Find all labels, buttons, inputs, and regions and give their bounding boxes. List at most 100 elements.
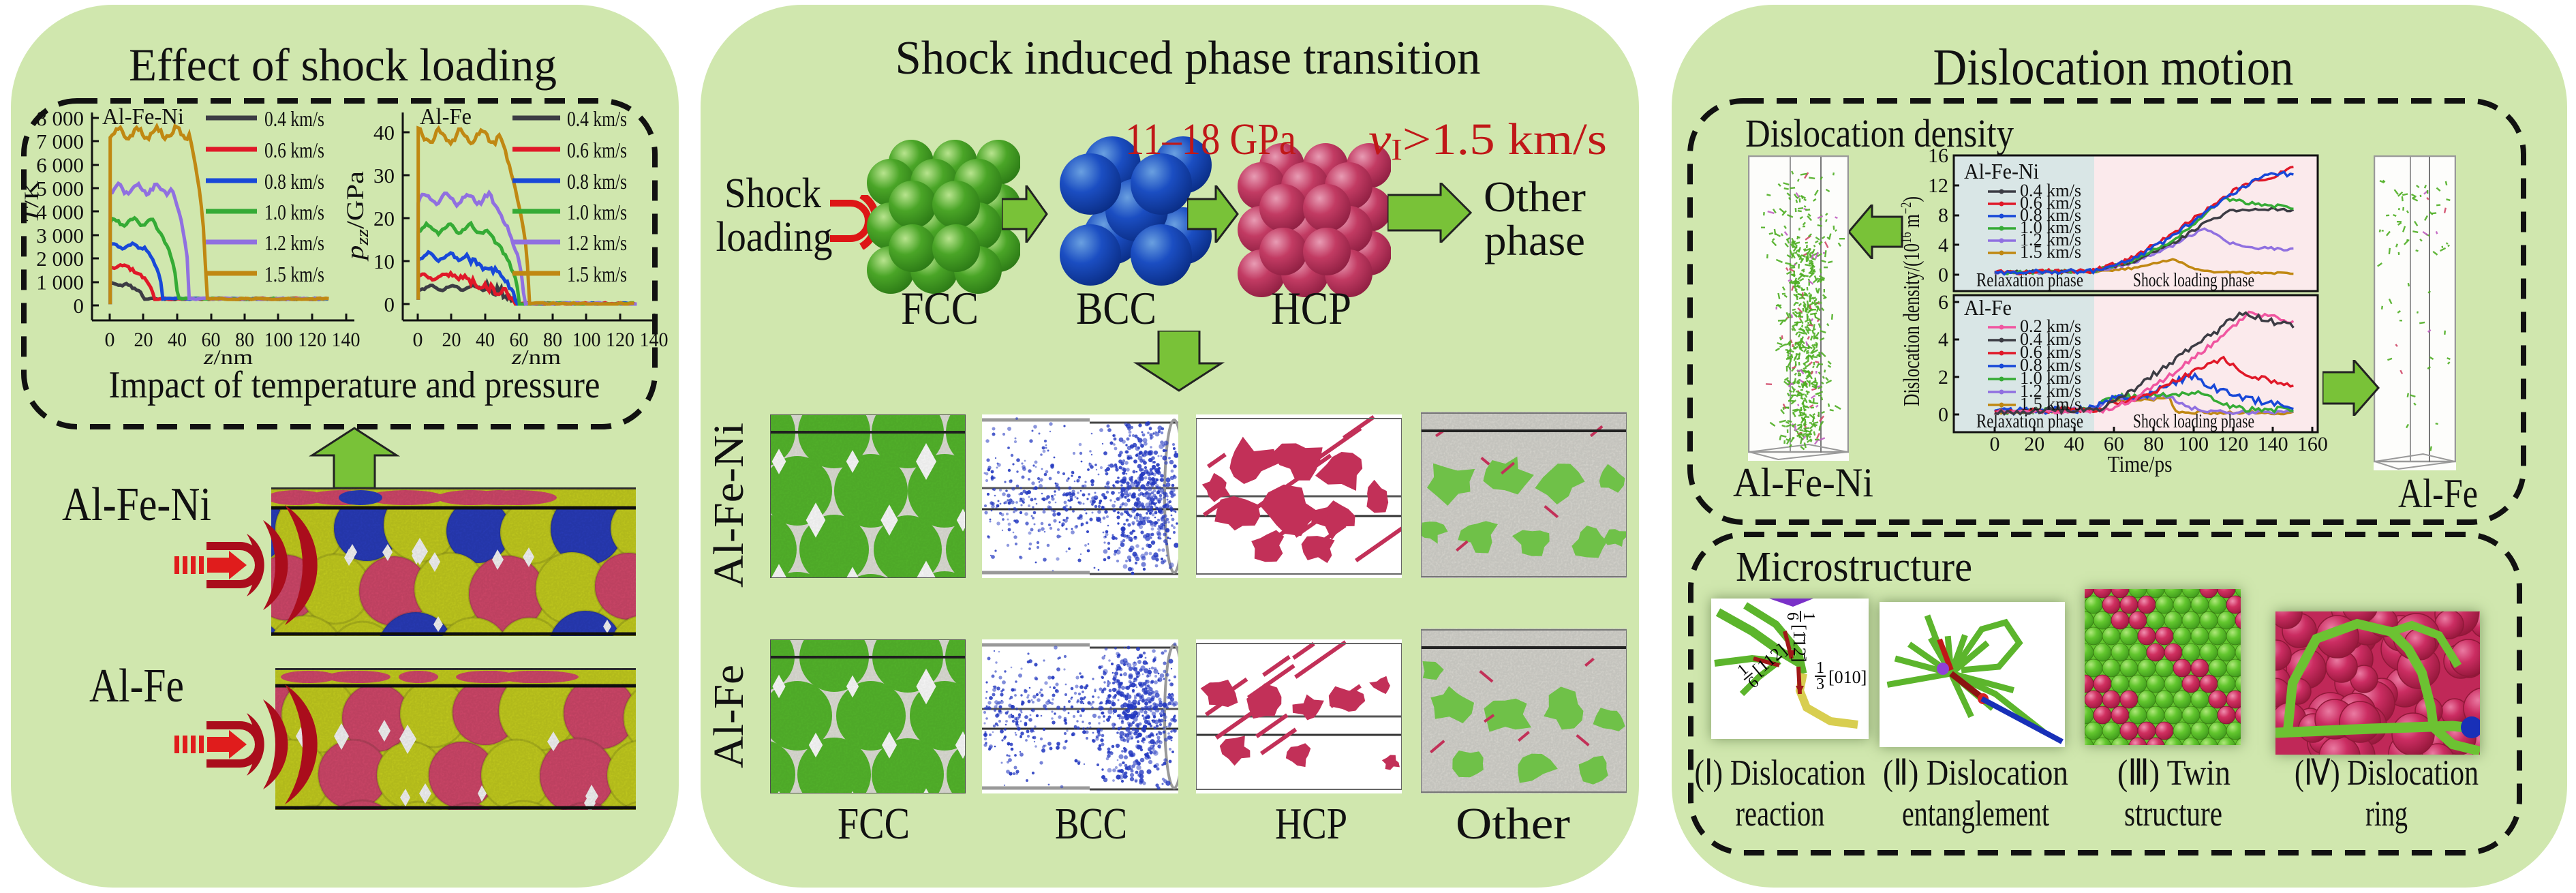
svg-text:0.8 km/s: 0.8 km/s [2020, 355, 2081, 375]
svg-text:4: 4 [1938, 234, 1948, 256]
svg-text:T/K: T/K [20, 181, 43, 223]
svg-text:Shock: Shock [724, 170, 821, 217]
svg-text:1.2 km/s: 1.2 km/s [567, 230, 627, 255]
svg-text:FCC: FCC [838, 799, 910, 849]
svg-text:Dislocation motion: Dislocation motion [1933, 39, 2294, 96]
svg-text:Al-Fe-Ni: Al-Fe-Ni [706, 423, 752, 588]
svg-text:Al-Fe: Al-Fe [706, 665, 752, 768]
svg-text:40: 40 [168, 329, 187, 351]
svg-text:2: 2 [1938, 366, 1948, 389]
svg-text:0.4 km/s: 0.4 km/s [2020, 181, 2081, 200]
svg-text:60: 60 [2104, 433, 2124, 455]
svg-text:(Ⅱ) Dislocation: (Ⅱ) Dislocation [1883, 753, 2068, 793]
svg-text:0: 0 [413, 329, 423, 351]
svg-text:Microstructure: Microstructure [1736, 544, 1972, 590]
svg-text:ring: ring [2365, 794, 2408, 834]
svg-text:5 000: 5 000 [36, 177, 84, 200]
svg-text:Al-Fe-Ni: Al-Fe-Ni [102, 104, 184, 130]
svg-text:1.0 km/s: 1.0 km/s [2020, 217, 2081, 237]
svg-text:HCP: HCP [1275, 799, 1347, 849]
svg-text:100: 100 [572, 329, 601, 351]
svg-text:0: 0 [1938, 264, 1948, 286]
svg-text:Time/ps: Time/ps [2108, 452, 2173, 477]
svg-text:60: 60 [510, 329, 529, 351]
svg-text:structure: structure [2124, 794, 2222, 834]
svg-text:40: 40 [476, 329, 495, 351]
svg-text:0.6 km/s: 0.6 km/s [2020, 342, 2081, 362]
svg-text:100: 100 [2178, 433, 2209, 455]
svg-text:8: 8 [1938, 205, 1948, 227]
svg-text:20: 20 [373, 207, 395, 230]
svg-text:100: 100 [264, 329, 293, 351]
svg-text:HCP: HCP [1271, 282, 1351, 334]
svg-text:1.5 km/s: 1.5 km/s [2020, 242, 2081, 262]
svg-text:BCC: BCC [1076, 282, 1156, 334]
svg-text:160: 160 [2297, 433, 2328, 455]
svg-text:1.5 km/s: 1.5 km/s [264, 262, 324, 286]
svg-text:entanglement: entanglement [1902, 794, 2049, 834]
svg-text:120: 120 [2218, 433, 2248, 455]
svg-text:z/nm: z/nm [511, 345, 561, 369]
svg-text:0.4 km/s: 0.4 km/s [2020, 329, 2081, 349]
svg-text:Dislocation density: Dislocation density [1745, 111, 2014, 155]
svg-text:reaction: reaction [1736, 794, 1825, 834]
svg-text:0.4 km/s: 0.4 km/s [567, 106, 627, 131]
svg-text:Shock induced phase transition: Shock induced phase transition [895, 32, 1481, 85]
svg-text:Al-Fe: Al-Fe [2398, 471, 2478, 516]
svg-text:0: 0 [1990, 433, 2000, 455]
svg-text:20: 20 [134, 329, 153, 351]
svg-text:6: 6 [1938, 291, 1948, 314]
svg-text:Al-Fe-Ni: Al-Fe-Ni [1964, 159, 2039, 183]
svg-text:2 000: 2 000 [36, 247, 84, 271]
svg-text:1.5 km/s: 1.5 km/s [567, 262, 627, 286]
svg-text:Other: Other [1456, 799, 1570, 849]
svg-text:vI>1.5 km/s: vI>1.5 km/s [1368, 115, 1607, 166]
svg-text:phase: phase [1484, 216, 1585, 264]
svg-text:Other: Other [1484, 172, 1586, 221]
svg-text:6 000: 6 000 [36, 153, 84, 177]
svg-text:0.4 km/s: 0.4 km/s [264, 106, 324, 131]
svg-text:1.0 km/s: 1.0 km/s [2020, 368, 2081, 388]
svg-text:1.0 km/s: 1.0 km/s [264, 200, 324, 224]
svg-text:FCC: FCC [901, 282, 979, 334]
svg-text:z/nm: z/nm [203, 345, 253, 369]
svg-text:40: 40 [2064, 433, 2085, 455]
svg-text:1.2 km/s: 1.2 km/s [2020, 381, 2081, 401]
svg-text:0.6 km/s: 0.6 km/s [264, 138, 324, 162]
svg-text:80: 80 [543, 329, 562, 351]
svg-text:80: 80 [2143, 433, 2164, 455]
svg-text:Impact of temperature and pres: Impact of temperature and pressure [109, 364, 600, 406]
svg-text:Al-Fe-Ni: Al-Fe-Ni [62, 479, 211, 531]
svg-text:1 000: 1 000 [36, 271, 84, 294]
svg-text:20: 20 [2024, 433, 2044, 455]
svg-text:140: 140 [640, 329, 669, 351]
svg-text:0: 0 [1938, 404, 1948, 426]
svg-text:0: 0 [105, 329, 115, 351]
svg-text:11–18 GPa: 11–18 GPa [1125, 115, 1296, 164]
svg-text:4 000: 4 000 [36, 200, 84, 224]
svg-text:6: 6 [1783, 612, 1801, 620]
svg-text:(Ⅰ) Dislocation: (Ⅰ) Dislocation [1695, 753, 1866, 793]
svg-text:Al-Fe: Al-Fe [1964, 295, 2012, 320]
svg-text:3: 3 [1816, 676, 1824, 693]
svg-text:Effect of shock loading: Effect of shock loading [129, 39, 557, 91]
svg-text:1.0 km/s: 1.0 km/s [567, 200, 627, 224]
svg-text:Al-Fe: Al-Fe [89, 660, 184, 712]
svg-text:(Ⅲ) Twin: (Ⅲ) Twin [2117, 753, 2230, 793]
svg-text:Dislocation density/(1016 m−2): Dislocation density/(1016 m−2) [1897, 196, 1925, 406]
svg-text:0: 0 [384, 292, 395, 316]
svg-text:8 000: 8 000 [36, 106, 84, 130]
svg-text:4: 4 [1938, 329, 1948, 351]
svg-text:[010]: [010] [1828, 667, 1867, 687]
svg-text:10: 10 [373, 249, 395, 273]
svg-text:140: 140 [2258, 433, 2288, 455]
svg-text:pzz/GPa: pzz/GPa [341, 171, 372, 262]
svg-text:Al-Fe-Ni: Al-Fe-Ni [1733, 460, 1873, 505]
svg-text:1.5 km/s: 1.5 km/s [2020, 394, 2081, 414]
svg-text:140: 140 [332, 329, 361, 351]
svg-text:BCC: BCC [1055, 799, 1127, 849]
svg-text:1: 1 [1816, 659, 1824, 677]
svg-text:60: 60 [202, 329, 221, 351]
svg-text:0.6 km/s: 0.6 km/s [567, 138, 627, 162]
svg-text:1.2 km/s: 1.2 km/s [2020, 230, 2081, 249]
